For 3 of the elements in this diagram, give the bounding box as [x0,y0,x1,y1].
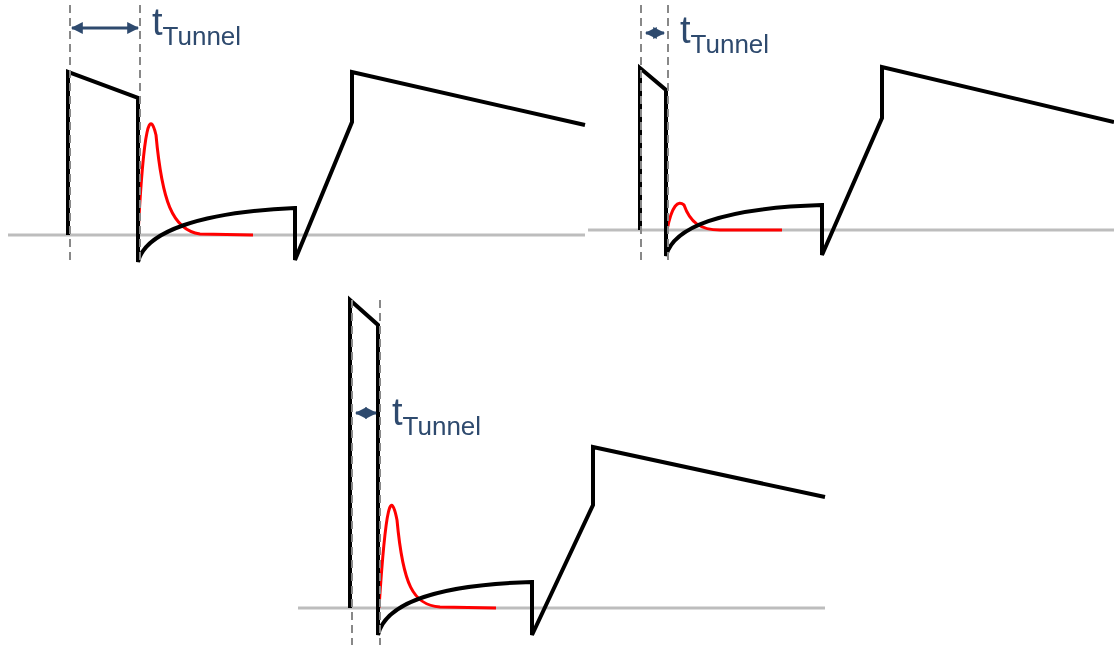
time-symbol-label: t$_{Tunnel}$ [152,0,242,53]
time-symbol-label: t$_{Tunnel}$ [680,8,770,61]
time-symbol-label: t$_{Tunnel}$ [392,390,482,443]
